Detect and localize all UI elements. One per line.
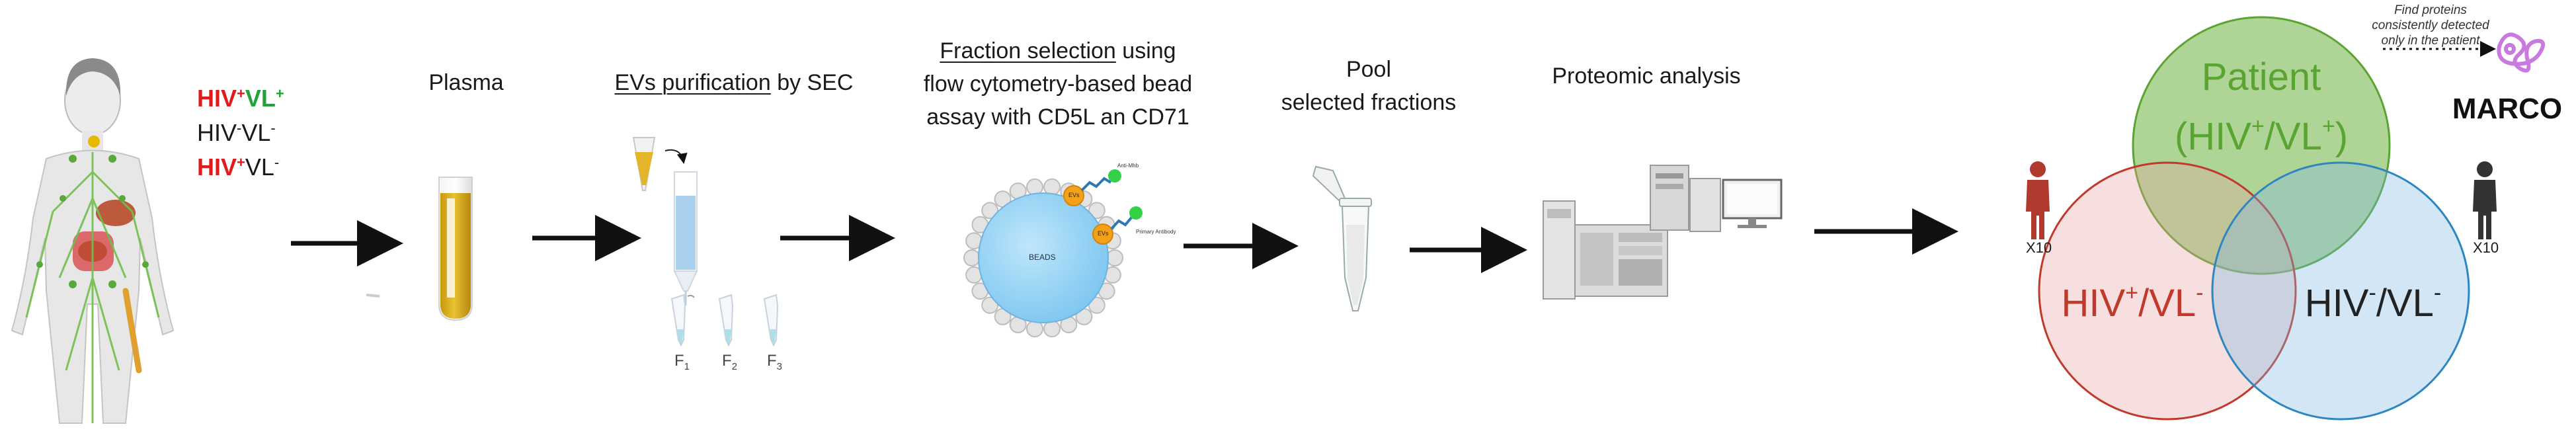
venn-diagram xyxy=(2038,16,2470,421)
antibody-label-2: Primary Antibody xyxy=(1136,229,1176,235)
cohort-hiv-pos-vl-neg: HIV+VL- xyxy=(197,153,280,181)
bead-assay-icon xyxy=(963,169,1143,338)
blood-tube-icon xyxy=(438,177,473,321)
venn-label-hiv-neg-vl-neg: HIV-/VL- xyxy=(2304,280,2442,325)
vesicle xyxy=(981,296,999,314)
step-proteomic-label: Proteomic analysis xyxy=(1552,63,1741,89)
x10-right: X10 xyxy=(2473,239,2499,256)
result-protein-label: MARCO xyxy=(2452,93,2563,125)
ev-label-2: EVs xyxy=(1098,230,1109,237)
fraction-label-2: F2 xyxy=(722,352,738,372)
antibody-label-1: Anti-Mhb xyxy=(1117,163,1139,169)
bead-label: BEADS xyxy=(1029,253,1056,262)
venn-circle-hiv-neg-vl-neg xyxy=(2211,161,2470,421)
person-icon-left xyxy=(2026,161,2050,239)
ev-label-1: EVs xyxy=(1068,192,1080,198)
vesicle xyxy=(1088,202,1106,220)
eppendorf-tube-icon xyxy=(1312,165,1372,311)
x10-left: X10 xyxy=(2026,239,2052,256)
note-text: Find proteins consistently detected only… xyxy=(2372,3,2489,48)
fraction-tubes xyxy=(670,294,779,347)
vesicle xyxy=(1106,249,1123,266)
venn-label-patient: Patient (HIV+/VL+) xyxy=(2174,56,2349,158)
protein-icon xyxy=(2497,32,2545,73)
step-fraction-label: Fraction selection using flow cytometry-… xyxy=(923,38,1193,130)
human-body-icon xyxy=(11,58,175,424)
venn-label-hiv-pos-vl-neg: HIV+/VL- xyxy=(2061,280,2204,325)
cohort-hiv-neg-vl-neg: HIV-VL- xyxy=(197,119,276,146)
cohort-hiv-pos-vl-pos: HIV+VL+ xyxy=(197,85,284,112)
venn-circle-hiv-pos-vl-neg xyxy=(2038,161,2297,421)
fraction-label-3: F3 xyxy=(767,352,783,372)
vesicle xyxy=(1088,296,1106,314)
step-plasma-label: Plasma xyxy=(428,70,504,95)
step-evs-label: EVs purification by SEC xyxy=(614,70,854,95)
venn-circle-patient xyxy=(2132,16,2391,275)
person-icon-right xyxy=(2473,161,2497,239)
fraction-label-1: F1 xyxy=(674,352,690,372)
arrows xyxy=(291,208,1958,273)
step-pool-label: Pool selected fractions xyxy=(1281,57,1457,115)
vesicle xyxy=(981,202,999,220)
sec-column-icon xyxy=(632,137,779,347)
mass-spectrometer-icon xyxy=(1543,165,1783,300)
vesicle xyxy=(963,249,981,266)
